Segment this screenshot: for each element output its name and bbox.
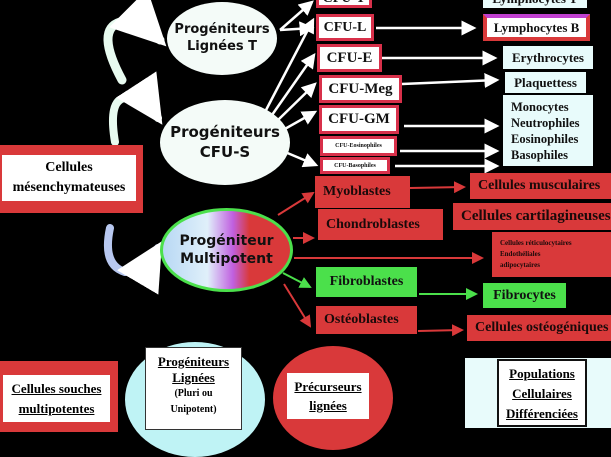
label-line: Lignées	[172, 370, 215, 385]
cfu-gm-box: CFU-GM	[319, 105, 399, 134]
label-line: Neutrophiles	[511, 115, 580, 130]
cellules-reticulocytaires-box: Cellules réticulocytaires Endothéliales …	[492, 232, 611, 277]
fibroblastes-box: Fibroblastes	[316, 267, 417, 297]
white-arrows	[263, 0, 500, 174]
label-line: CFU-S	[199, 142, 251, 161]
label-line: Populations	[509, 366, 575, 381]
curved-arrows	[103, 0, 167, 295]
label-line: Cellulaires	[512, 386, 572, 401]
plaquettes-box: Plaquettess	[505, 72, 586, 93]
label-line: adipocytaires	[500, 261, 540, 269]
erythrocytes-box: Erythrocytes	[503, 46, 593, 69]
lymphocytes-b-box: Lymphocytes B	[483, 14, 590, 41]
label-line: Cellules réticulocytaires	[500, 239, 572, 247]
cfu-basophiles-box: CFU-Basophiles	[320, 157, 390, 174]
label-line: Basophiles	[511, 147, 568, 162]
label-line: Lignées T	[186, 38, 258, 54]
cfu-t-box: CFU-T	[316, 0, 372, 8]
label-line: Monocytes	[511, 99, 569, 114]
label-line: multipotentes	[18, 401, 95, 416]
label-line: lignées	[309, 398, 347, 413]
label-line: (Pluri ou	[174, 388, 213, 399]
red-arrows	[277, 181, 484, 337]
label-line: mésenchymateuses	[12, 180, 126, 195]
label-line: Progéniteurs	[174, 21, 270, 37]
cellules-osteogeniques-box: Cellules ostéogéniques	[467, 315, 611, 341]
curved-arrow-to-multipotent	[103, 224, 163, 295]
chondroblastes-box: Chondroblastes	[318, 209, 443, 240]
label-line: Unipotent)	[170, 404, 217, 415]
label-line: Cellules souches	[11, 381, 102, 396]
osteoblastes-box: Ostéoblastes	[316, 306, 417, 334]
label-line: Précurseurs	[294, 379, 362, 394]
label-line: Progéniteur	[179, 232, 274, 249]
fibrocytes-box: Fibrocytes	[483, 283, 566, 308]
cellules-musculaires-box: Cellules musculaires	[470, 173, 611, 199]
legend-populations: Populations Cellulaires Différenciées	[465, 358, 611, 428]
cfu-e-box: CFU-E	[317, 44, 382, 72]
label-line: Cellules	[45, 160, 93, 175]
cellules-mesenchymateuses-box: Cellules mésenchymateuses	[0, 145, 143, 213]
label-line: Différenciées	[506, 406, 578, 421]
myoblastes-box: Myoblastes	[315, 176, 410, 208]
lymphocytes-t-box: Lymphocytes T	[483, 0, 587, 8]
cellules-cartilagineuses-box: Cellules cartilagineuses	[453, 203, 611, 230]
label-line: Eosinophiles	[511, 131, 579, 146]
cfu-l-box: CFU-L	[316, 14, 374, 41]
curved-arrow-to-cfu-s	[109, 71, 163, 146]
label-line: Endothéliales	[500, 250, 541, 258]
label-line: Progéniteurs	[157, 354, 230, 369]
granulocytes-monocytes-box: Monocytes Neutrophiles Eosinophiles Baso…	[503, 95, 593, 166]
label-line: Progéniteurs	[170, 123, 280, 141]
legend-cellules-souches: Cellules souches multipotentes	[0, 361, 118, 432]
legend-precurseurs: Précurseurs lignées	[273, 346, 393, 450]
green-arrows	[282, 272, 478, 300]
curved-arrow-to-lignees-t	[103, 0, 167, 85]
cfu-eosinophiles-box: CFU-Eosinophiles	[320, 136, 397, 156]
cfu-meg-box: CFU-Meg	[319, 75, 402, 103]
label-line: Multipotent	[180, 251, 273, 267]
legend-progeniteurs: Progéniteurs Lignées (Pluri ou Unipotent…	[125, 342, 265, 457]
